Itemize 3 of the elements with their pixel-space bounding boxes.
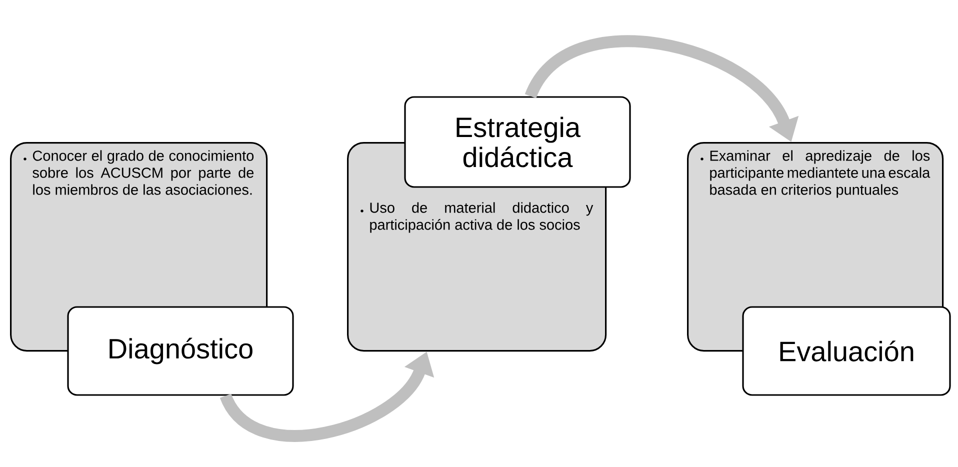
title-box: Diagnóstico	[67, 306, 294, 396]
title-box: Estrategia didáctica	[404, 96, 631, 188]
title-box: Evaluación	[742, 306, 951, 396]
